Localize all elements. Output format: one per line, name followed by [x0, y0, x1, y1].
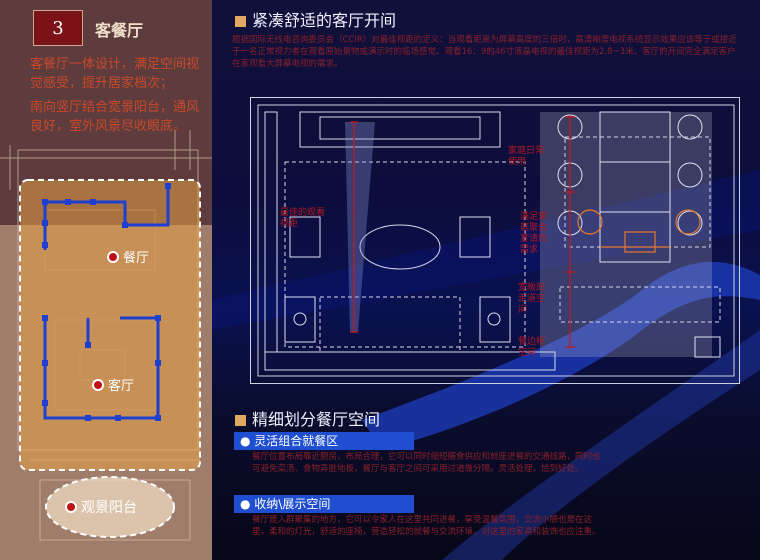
left-panel: 3 客餐厅 客餐厅一体设计，满足空间视觉感受，提升居家档次； 南向竖厅结合宽景阳…	[0, 0, 212, 560]
left-paragraph-2: 南向竖厅结合宽景阳台，通风良好，室外风景尽收眼底。	[30, 100, 200, 134]
marker-dot	[92, 379, 104, 391]
label-living: 客厅	[92, 375, 134, 394]
marker-dot	[65, 501, 77, 513]
balcony-highlight	[45, 476, 175, 538]
unit-floorplan	[0, 130, 212, 541]
blue-swoosh-decoration	[212, 170, 760, 560]
marker-dot	[107, 251, 119, 263]
heading-dining-room-text: 精细划分餐厅空间	[252, 410, 381, 429]
left-paragraph-1: 客餐厅一体设计，满足空间视觉感受，提升居家档次；	[30, 57, 200, 91]
heading-square-icon	[235, 16, 246, 27]
paragraph-storage-display: 餐厅是入群聚集的地方，它可以令家人在这里共同进餐，享受温馨氛围，交流小憩也是在这…	[252, 515, 601, 537]
label-dining-text: 餐厅	[123, 251, 150, 266]
annotation-gathering: 满足家庭聚会宴请的需求	[520, 212, 548, 255]
annotation-daily-use: 家庭日常使用	[508, 146, 545, 167]
subheading-flexible-dining: ● 灵活组合就餐区	[234, 432, 414, 450]
heading-dining-room: 精细划分餐厅空间	[235, 406, 380, 430]
subheading-storage-display: ● 收纳\展示空间	[234, 495, 414, 513]
annotation-aisle: 宽敞的走道空间	[518, 283, 546, 315]
paragraph-viewing-distance: 根据国际无线电咨询委员会（CCIR）对最佳视距的定义：当观看距离为屏幕高度的三倍…	[232, 35, 737, 69]
label-balcony-text: 观景阳台	[81, 500, 137, 516]
label-balcony: 观景阳台	[65, 497, 137, 517]
subheading-storage-display-text: 收纳\展示空间	[254, 497, 331, 511]
living-dining-plan	[250, 97, 740, 384]
label-dining: 餐厅	[107, 247, 149, 266]
heading-square-icon	[235, 415, 246, 426]
tv-viewing-cone	[345, 122, 375, 332]
annotation-sideboard: 餐边柜空间	[518, 337, 546, 358]
heading-living-room: 紧凑舒适的客厅开间	[235, 7, 396, 31]
section-title: 客餐厅	[95, 21, 144, 40]
section-number: 3	[33, 10, 83, 46]
right-panel	[212, 0, 760, 560]
paragraph-flexible-dining: 餐厅位置布局靠近厨房，布局合理，它可以同时缩短膳食供应和就座进餐的交通线路，同时…	[252, 452, 601, 474]
highlight-outline	[19, 179, 201, 471]
label-living-text: 客厅	[108, 379, 135, 394]
subheading-flexible-dining-text: 灵活组合就餐区	[254, 434, 339, 448]
annotation-viewing-distance: 最佳的观看视距	[280, 208, 326, 229]
heading-living-room-text: 紧凑舒适的客厅开间	[252, 11, 397, 30]
